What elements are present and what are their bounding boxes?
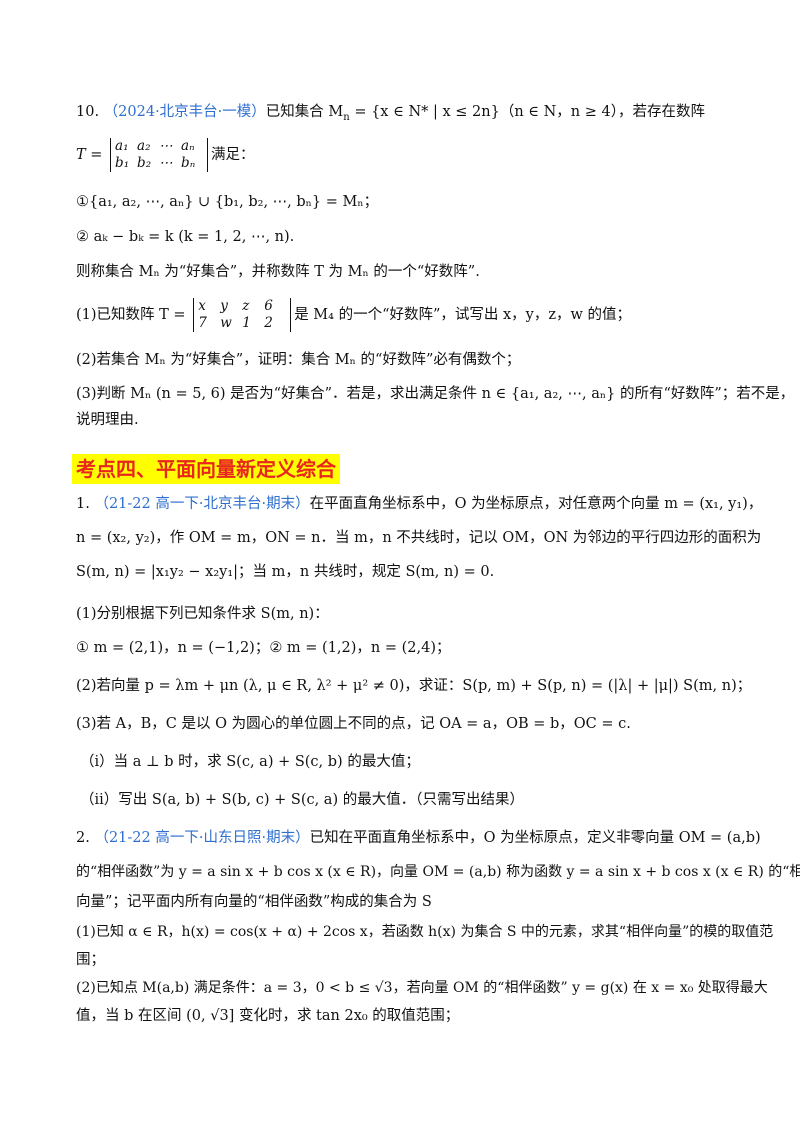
q10-matrix-label: T =: [76, 147, 103, 163]
s2-part1-a: (1)已知 α ∈ R，h(x) = cos(x + α) + 2cos x，若…: [76, 924, 774, 940]
q10-p1-b: 是 M₄ 的一个“好数阵”，试写出 x，y，z，w 的值；: [294, 307, 632, 323]
q10-matrix: a₁ a₂ ⋯ aₙ b₁ b₂ ⋯ bₙ: [110, 138, 209, 172]
q10-m-b1: b₁: [115, 155, 130, 171]
s1-line2: n = (x₂, y₂)，作 OM = m，ON = n．当 m，n 不共线时，…: [76, 530, 762, 546]
s2-line1: 2. （21-22 高一下·山东日照·期末）已知在平面直角坐标系中，O 为坐标原…: [76, 828, 761, 848]
q10-number: 10.: [76, 104, 100, 120]
q10-intro-a: 已知集合 M: [265, 104, 344, 120]
section-title: 考点四、平面向量新定义综合: [72, 454, 340, 484]
q10-m-b3: ⋯: [159, 155, 173, 171]
q10-cond2: ② aₖ − bₖ = k (k = 1, 2, ⋯, n).: [76, 229, 295, 245]
q10-p1-y: y: [220, 298, 228, 314]
s1-part3-ii: （ii）写出 S(a, b) + S(b, c) + S(c, a) 的最大值．…: [80, 792, 524, 808]
s1-line3: S(m, n) = |x₁y₂ − x₂y₁|；当 m，n 共线时，规定 S(m…: [76, 564, 495, 580]
q10-matrix-line: T = a₁ a₂ ⋯ aₙ b₁ b₂ ⋯ bₙ 满足：: [76, 138, 740, 172]
q10-source: （2024·北京丰台·一模）: [103, 104, 266, 120]
q10-p1-6: 6: [264, 298, 273, 314]
s2-l1: 已知在平面直角坐标系中，O 为坐标原点，定义非零向量 OM = (a,b): [309, 830, 761, 846]
s1-part3-i: （i）当 a ⊥ b 时，求 S(c, a) + S(c, b) 的最大值；: [80, 754, 420, 770]
q10-p1-w: w: [220, 315, 232, 331]
q10-intro-b: = {x ∈ N* | x ≤ 2n}（n ∈ N，n ≥ 4），若存在数阵: [349, 104, 705, 120]
s2-number: 2.: [76, 830, 90, 846]
s1-source: （21-22 高一下·北京丰台·期末）: [94, 496, 310, 512]
s1-l1: 在平面直角坐标系中，O 为坐标原点，对任意两个向量 m = (x₁, y₁)，: [309, 496, 763, 512]
q10-m-a1: a₁: [115, 138, 129, 154]
s2-source: （21-22 高一下·山东日照·期末）: [94, 830, 310, 846]
s2-part2-a: (2)已知点 M(a,b) 满足条件：a = 3，0 < b ≤ √3，若向量 …: [76, 980, 768, 996]
q10-intro: 10. （2024·北京丰台·一模）已知集合 Mn = {x ∈ N* | x …: [76, 104, 705, 123]
s1-line1: 1. （21-22 高一下·北京丰台·期末）在平面直角坐标系中，O 为坐标原点，…: [76, 494, 762, 514]
s1-number: 1.: [76, 496, 90, 512]
q10-p1-1: 1: [242, 315, 251, 331]
q10-cond1: ①{a₁, a₂, ⋯, aₙ} ∪ {b₁, b₂, ⋯, bₙ} = Mₙ；: [76, 194, 379, 210]
q10-p1-z: z: [242, 298, 250, 314]
s2-line2: 的“相伴函数”为 y = a sin x + b cos x (x ∈ R)，向…: [76, 864, 800, 880]
q10-m-b4: bₙ: [181, 155, 196, 171]
q10-p1-7: 7: [198, 315, 207, 331]
q10-part3-a: (3)判断 Mₙ (n = 5, 6) 是否为“好集合”．若是，求出满足条件 n…: [76, 386, 795, 402]
q10-p1-x: x: [198, 298, 206, 314]
q10-matrix-after: 满足：: [211, 147, 255, 163]
q10-define: 则称集合 Mₙ 为“好集合”，并称数阵 T 为 Mₙ 的一个“好数阵”.: [76, 264, 480, 280]
s2-part2-b: 值，当 b 在区间 (0, √3] 变化时，求 tan 2x₀ 的取值范围；: [76, 1008, 460, 1024]
q10-m-a3: ⋯: [159, 138, 173, 154]
s1-part3: (3)若 A，B，C 是以 O 为圆心的单位圆上不同的点，记 OA = a，OB…: [76, 716, 631, 732]
q10-p1-a: (1)已知数阵 T =: [76, 307, 186, 323]
q10-m-b2: b₂: [137, 155, 152, 171]
s1-part1-sub: ① m = (2,1)，n = (−1,2)；② m = (1,2)，n = (…: [76, 640, 451, 656]
q10-m-a2: a₂: [137, 138, 151, 154]
s2-part1-b: 围；: [76, 952, 105, 968]
s1-part1: (1)分别根据下列已知条件求 S(m, n)：: [76, 606, 329, 622]
s1-part2: (2)若向量 p = λm + μn (λ, μ ∈ R, λ² + μ² ≠ …: [76, 678, 752, 694]
q10-m-a4: aₙ: [181, 138, 195, 154]
q10-p1-2: 2: [264, 315, 273, 331]
q10-part2: (2)若集合 Mₙ 为“好集合”，证明：集合 Mₙ 的“好数阵”必有偶数个；: [76, 352, 521, 368]
q10-part3-b: 说明理由.: [76, 412, 139, 428]
s2-line3: 向量”；记平面内所有向量的“相伴函数”构成的集合为 S: [76, 894, 432, 910]
